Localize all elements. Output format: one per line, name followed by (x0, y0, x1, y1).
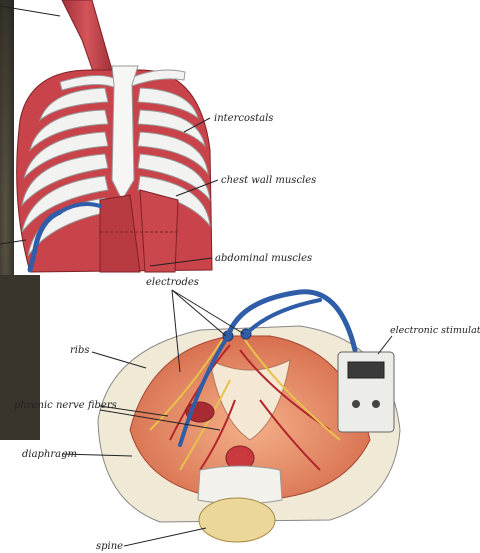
label-electrodes: electrodes (146, 277, 199, 288)
leader-spine (124, 528, 206, 546)
label-intercostals: intercostals (214, 113, 273, 124)
leader-electrodes-3 (172, 290, 244, 334)
leader-electrodes-1 (172, 290, 226, 336)
label-chest-wall-muscles: chest wall muscles (221, 175, 316, 186)
label-spine: spine (96, 541, 123, 552)
label-diaphragm: diaphragm (22, 449, 77, 460)
stimulator-knob-right (372, 400, 380, 408)
label-ribs: ribs (70, 345, 90, 356)
label-phrenic-nerve-fibers: phrenic nerve fibers (14, 400, 117, 411)
leader-stimulator (378, 336, 392, 354)
rib-cage-illustration (14, 0, 284, 275)
label-abdominal-muscles: abdominal muscles (215, 253, 312, 264)
label-electronic-stimulator: electronic stimulator (390, 325, 480, 336)
stimulator-knob-left (352, 400, 360, 408)
stimulator-display (348, 362, 384, 378)
background-strip-lower (0, 275, 40, 440)
